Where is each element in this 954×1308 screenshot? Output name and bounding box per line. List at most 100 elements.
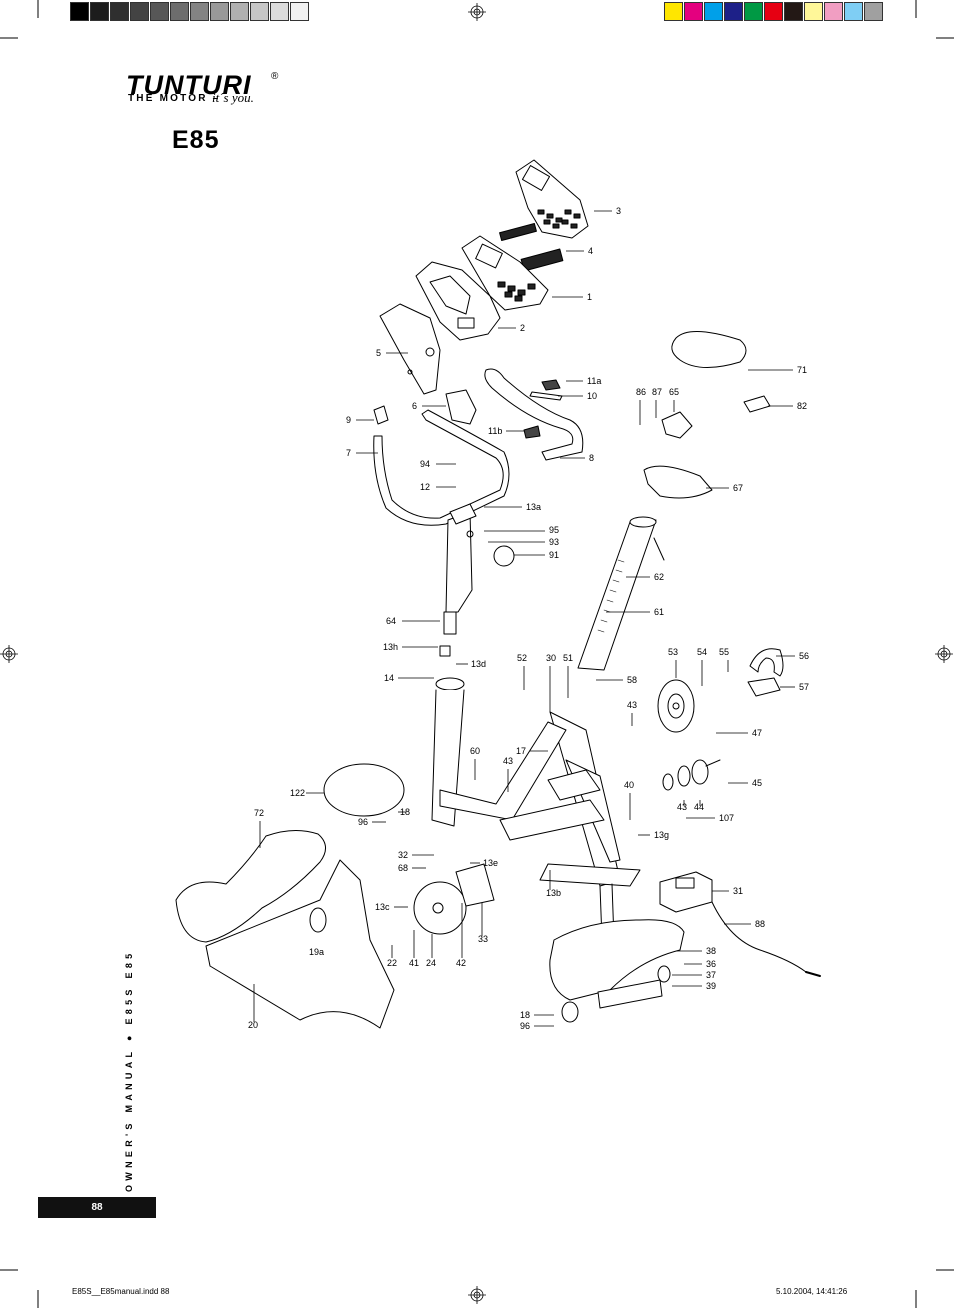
- part-callout-label: 13b: [546, 888, 561, 898]
- model-title: E85: [172, 126, 220, 154]
- part-callout-label: 88: [755, 919, 765, 929]
- part-callout-label: 11b: [488, 426, 502, 436]
- handlebar-left-part: [373, 409, 510, 526]
- floor-plate-part: [323, 763, 405, 817]
- part-callout-label: 47: [752, 728, 762, 738]
- keypad-overlay-part: [499, 222, 564, 272]
- side-running-title: OWNER'S MANUAL ● E85S E85: [124, 949, 134, 1192]
- front-shroud-part: [175, 830, 326, 943]
- part-callout-label: 36: [706, 959, 716, 969]
- knob-part: [493, 545, 515, 567]
- part-callout-label: 24: [426, 958, 436, 968]
- brand-tagline: THE MOTOR –: [128, 93, 221, 104]
- calibration-swatch: [704, 2, 723, 21]
- part-callout-label: 31: [733, 886, 743, 896]
- seat-adjuster-part: [743, 395, 771, 413]
- grip-part: [373, 405, 389, 425]
- part-callout-label: 9: [346, 415, 351, 425]
- part-callout-label: 122: [290, 788, 305, 798]
- calibration-swatch: [684, 2, 703, 21]
- resistance-wheel-part: [413, 881, 467, 935]
- registration-target-icon: [935, 645, 953, 663]
- power-cord-part: [711, 901, 807, 973]
- calibration-swatch: [270, 2, 289, 21]
- part-callout-label: 54: [697, 647, 707, 657]
- part-callout-label: 52: [517, 653, 527, 663]
- part-callout-label: 12: [420, 482, 430, 492]
- calibration-swatch: [784, 2, 803, 21]
- console-bracket-part: [379, 303, 441, 395]
- part-callout-label: 93: [549, 537, 559, 547]
- cover-part: [445, 389, 477, 425]
- footer-timestamp: 5.10.2004, 14:41:26: [776, 1287, 848, 1296]
- part-callout-label: 53: [668, 647, 678, 657]
- part-callout-label: 13g: [654, 830, 669, 840]
- part-callout-label: 82: [797, 401, 807, 411]
- calibration-swatch: [190, 2, 209, 21]
- part-callout-label: 18: [520, 1010, 530, 1020]
- part-callout-label: 55: [719, 647, 729, 657]
- seat-post-part: [577, 516, 665, 671]
- calibration-swatch: [664, 2, 683, 21]
- part-callout-label: 37: [706, 970, 716, 980]
- part-callout-label: 68: [398, 863, 408, 873]
- part-callout-label: 5: [376, 348, 381, 358]
- calibration-swatch: [764, 2, 783, 21]
- pulley-part: [662, 759, 721, 791]
- part-callout-label: 8: [589, 453, 594, 463]
- part-callout-label: 65: [669, 387, 679, 397]
- part-callout-label: 13e: [483, 858, 498, 868]
- brand-logo: TUNTURI: [126, 70, 252, 100]
- part-callout-label: 96: [520, 1021, 530, 1031]
- calibration-swatch: [130, 2, 149, 21]
- part-callout-label: 42: [456, 958, 466, 968]
- seat-carrier-part: [643, 465, 713, 499]
- part-callout-label: 51: [563, 653, 573, 663]
- brand-tagline-italic: it´s you.: [212, 90, 254, 105]
- console-back-cover-part: [415, 261, 501, 341]
- part-callout-label: 43: [627, 700, 637, 710]
- part-callout-label: 71: [797, 365, 807, 375]
- main-frame-part: [439, 711, 641, 941]
- footer-filename: E85S__E85manual.indd 88: [72, 1287, 170, 1296]
- display-console-part: [461, 235, 549, 311]
- part-callout-label: 18: [400, 807, 410, 817]
- part-callout-label: 20: [248, 1020, 258, 1030]
- part-callout-label: 13c: [375, 902, 390, 912]
- part-callout-label: 45: [752, 778, 762, 788]
- part-callout-label: 64: [386, 616, 396, 626]
- part-callout-label: 17: [516, 746, 526, 756]
- part-callout-label: 22: [387, 958, 397, 968]
- calibration-swatch: [804, 2, 823, 21]
- resistance-housing-part: [455, 863, 495, 907]
- part-callout-label: 87: [652, 387, 662, 397]
- part-callout-label: 94: [420, 459, 430, 469]
- part-callout-label: 58: [627, 675, 637, 685]
- part-callout-label: 13d: [471, 659, 486, 669]
- part-callout-label: 107: [719, 813, 734, 823]
- part-callout-label: 39: [706, 981, 716, 991]
- registration-target-icon: [468, 3, 486, 21]
- calibration-swatch: [824, 2, 843, 21]
- part-callout-label: 40: [624, 780, 634, 790]
- crop-mark-icon: [0, 0, 39, 39]
- part-callout-label: 1: [587, 292, 592, 302]
- part-callout-label: 61: [654, 607, 664, 617]
- power-transformer-part: [659, 871, 713, 913]
- part-callout-label: 38: [706, 946, 716, 956]
- calibration-swatch: [250, 2, 269, 21]
- part-callout-label: 3: [616, 206, 621, 216]
- part-callout-label: 56: [799, 651, 809, 661]
- part-callout-label: 10: [587, 391, 597, 401]
- calibration-swatch: [864, 2, 883, 21]
- part-callout-label: 13h: [383, 642, 398, 652]
- part-callout-label: 19a: [309, 947, 324, 957]
- belt-guard-part: [749, 648, 784, 677]
- crop-mark-icon: [915, 0, 954, 39]
- part-callout-label: 91: [549, 550, 559, 560]
- part-callout-label: 67: [733, 483, 743, 493]
- saddle-part: [671, 330, 747, 369]
- part-callout-label: 43: [677, 802, 687, 812]
